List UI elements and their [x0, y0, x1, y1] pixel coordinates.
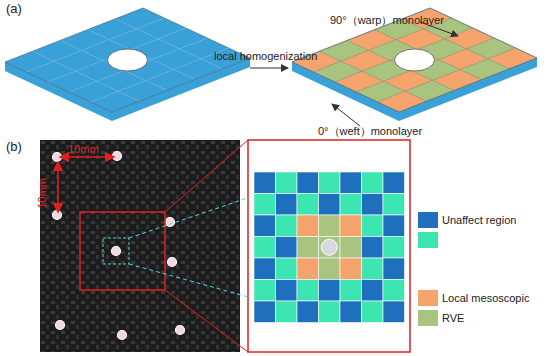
grid-cell: [383, 280, 405, 302]
grid-cell: [254, 301, 276, 323]
grid-cell: [276, 215, 298, 237]
grid-cell: [254, 237, 276, 259]
label: 10mm: [36, 178, 49, 209]
grid-cell: [362, 301, 384, 323]
grid-cell: [319, 301, 341, 323]
hole-mark: [176, 326, 185, 335]
grid-cell: [254, 194, 276, 216]
grid-cell: [340, 301, 362, 323]
grid-cell: [276, 301, 298, 323]
grid-cell: [254, 172, 276, 194]
grid-cell: [297, 258, 319, 280]
legend-text: RVE: [442, 312, 464, 325]
grid-cell: [362, 172, 384, 194]
grid-cell: [362, 237, 384, 259]
hole-mark: [53, 211, 62, 220]
hole-mark: [166, 218, 175, 227]
grid-cell: [276, 194, 298, 216]
legend-text: Unaffect region: [442, 214, 516, 227]
grid-cell: [276, 172, 298, 194]
grid-cell: [276, 258, 298, 280]
label: 0°（weft）monolayer: [318, 125, 422, 138]
hole: [321, 239, 337, 255]
label: 10mm: [68, 143, 99, 156]
plate-outline: [292, 8, 537, 112]
grid-cell: [254, 280, 276, 302]
grid-cell: [297, 194, 319, 216]
grid-cell: [383, 194, 405, 216]
grid-cell: [319, 237, 341, 259]
grid-cell: [319, 215, 341, 237]
grid-cell: [362, 280, 384, 302]
plate-outline: [5, 8, 250, 112]
grid-cell: [319, 194, 341, 216]
hole-mark: [118, 331, 127, 340]
grid-cell: [254, 258, 276, 280]
plate-cell: [488, 48, 537, 69]
grid-cell: [297, 215, 319, 237]
hole: [395, 49, 435, 71]
grid-cell: [297, 280, 319, 302]
grid-cell: [297, 237, 319, 259]
grid-cell: [340, 258, 362, 280]
legend-swatch: [418, 290, 438, 306]
grid-cell: [362, 258, 384, 280]
grid-cell: [297, 301, 319, 323]
grid-cell: [276, 280, 298, 302]
grid-cell: [383, 172, 405, 194]
grid-cell: [319, 280, 341, 302]
grid-cell: [383, 301, 405, 323]
legend-swatch: [418, 310, 438, 326]
grid-cell: [319, 172, 341, 194]
hole-mark: [112, 247, 121, 256]
legend-swatch: [418, 212, 438, 228]
grid-cell: [383, 215, 405, 237]
label: 90°（warp）monolayer: [330, 14, 444, 27]
label: (b): [6, 140, 22, 155]
hole: [108, 49, 148, 71]
grid-cell: [362, 194, 384, 216]
grid-cell: [383, 237, 405, 259]
grid-cell: [340, 215, 362, 237]
legend-text: Local mesoscopic: [442, 292, 529, 305]
grid-cell: [276, 237, 298, 259]
grid-cell: [340, 237, 362, 259]
grid-cell: [383, 258, 405, 280]
grid-cell: [340, 172, 362, 194]
label: (a): [6, 2, 22, 17]
grid-cell: [362, 215, 384, 237]
label: local homogenization: [214, 50, 317, 63]
hole-mark: [113, 152, 122, 161]
grid-cell: [340, 280, 362, 302]
hole-mark: [168, 258, 177, 267]
grid-cell: [254, 215, 276, 237]
grid-cell: [319, 258, 341, 280]
grid-cell: [340, 194, 362, 216]
grid-cell: [297, 172, 319, 194]
hole-mark: [56, 321, 65, 330]
